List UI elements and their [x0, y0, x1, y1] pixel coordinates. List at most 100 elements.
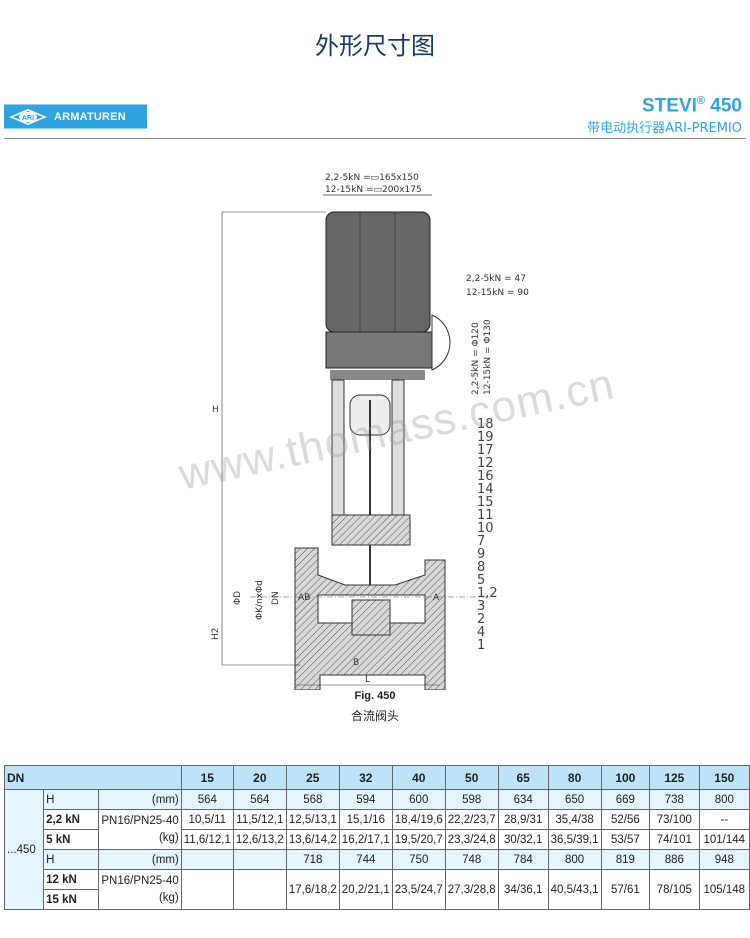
cell: 800 [547, 849, 602, 870]
pn-kg-cell: PN16/PN25-40 (kg) [98, 809, 182, 850]
cell: 564 [232, 789, 287, 810]
part-1-2: 1,2 [477, 586, 498, 601]
part-15: 15 [477, 495, 494, 510]
plug [351, 599, 391, 636]
cell: 800 [698, 789, 750, 810]
cell: 784 [497, 849, 549, 870]
part-11: 11 [477, 508, 494, 523]
cell: 30/32,1 [497, 829, 549, 850]
cell: 948 [698, 849, 750, 870]
pn-label: PN16/PN25-40 [101, 874, 179, 887]
force-label: 2,2 kN [43, 809, 100, 830]
cell: 738 [649, 789, 700, 810]
page-title: 外形尺寸图 [315, 32, 435, 60]
cell: 634 [497, 789, 549, 810]
cell: 23,5/24,7 [391, 869, 446, 910]
cell: 744 [338, 849, 393, 870]
force-label: 5 kN [43, 829, 100, 850]
cell: 57/61 [600, 869, 651, 910]
dn-100: 100 [600, 765, 651, 790]
cell: 74/101 [649, 829, 700, 850]
cell: 11,6/12,1 [180, 829, 234, 850]
dn-20: 20 [232, 765, 287, 790]
dn-65: 65 [497, 765, 549, 790]
logo-brand: ARMATUREN [54, 110, 126, 123]
cell: 886 [649, 849, 700, 870]
product-header: STEVI® 450 带电动执行器ARI-PREMIO [587, 95, 742, 136]
cell: 12,5/13,1 [285, 809, 340, 830]
part-17: 17 [477, 443, 494, 458]
cell: 669 [600, 789, 651, 810]
ari-armaturen-logo: ARI ARMATUREN [4, 104, 147, 129]
type-cell: ...450 [3, 789, 45, 910]
side-dim-2: 12-15kN = 90 [466, 288, 529, 298]
pn-label: PN16/PN25-40 [101, 814, 179, 827]
part-12: 12 [477, 456, 494, 471]
cell: 750 [391, 849, 446, 870]
h-label: H [43, 789, 100, 810]
figure-number: Fig. 450 [354, 690, 396, 702]
kg-unit: (kg) [158, 891, 179, 904]
kg-unit: (kg) [158, 831, 179, 844]
part-18: 18 [477, 417, 494, 432]
cell: 650 [547, 789, 602, 810]
h-label: H [43, 849, 100, 870]
cell: 101/144 [698, 829, 750, 850]
cell: 22,2/23,7 [444, 809, 499, 830]
cell: 19,5/20,7 [391, 829, 446, 850]
cell: 13,6/14,2 [285, 829, 340, 850]
cell: 36,5/39,1 [547, 829, 602, 850]
registered-mark: ® [696, 95, 706, 107]
part-numbers: 18 19 17 12 16 14 15 11 10 7 9 8 5 1,2 3… [477, 417, 498, 653]
dn-80: 80 [547, 765, 602, 790]
cell: 564 [180, 789, 234, 810]
dn-15: 15 [180, 765, 234, 790]
cell: -- [698, 809, 750, 830]
cell: 598 [444, 789, 499, 810]
cell [232, 849, 287, 870]
cell: 53/57 [600, 829, 651, 850]
part-3: 3 [477, 599, 485, 614]
cell: 15,1/16 [338, 809, 393, 830]
dn-40: 40 [391, 765, 446, 790]
dim-l: L [365, 675, 370, 685]
cell: 748 [444, 849, 499, 870]
cell: 105/148 [698, 869, 750, 910]
part-1: 1 [477, 638, 485, 653]
cell [180, 869, 234, 910]
dim-dn: DN [271, 591, 281, 605]
ari-diamond-icon: ARI [9, 108, 47, 125]
actuator-housing [325, 211, 431, 333]
port-a: A [433, 593, 440, 603]
part-19: 19 [477, 430, 494, 445]
cell: 568 [285, 789, 340, 810]
port-ab: AB [298, 593, 310, 603]
product-subtitle: 带电动执行器ARI-PREMIO [587, 121, 742, 137]
hand-dim-1: 2,2-5kN = Φ120 [471, 322, 481, 395]
part-9: 9 [477, 547, 485, 562]
cell: 78/105 [649, 869, 700, 910]
cell: 35,4/38 [547, 809, 602, 830]
port-b: B [353, 658, 359, 668]
cell: 10,5/11 [180, 809, 234, 830]
mm-unit: (mm) [98, 789, 182, 810]
dim-h: H [212, 405, 219, 415]
part-14: 14 [477, 482, 494, 497]
dn-32: 32 [338, 765, 393, 790]
dim-k: ΦK/nxΦd [255, 580, 265, 620]
cell: 819 [600, 849, 651, 870]
table-row-15kn: 15 kN [5, 889, 750, 910]
dim-d: ΦD [233, 591, 243, 605]
cell: 34/36,1 [497, 869, 549, 910]
product-name: STEVI [642, 95, 697, 117]
cell: 718 [285, 849, 340, 870]
figure-caption: 合流阀头 [350, 709, 399, 723]
cell: 40,5/43,1 [547, 869, 602, 910]
